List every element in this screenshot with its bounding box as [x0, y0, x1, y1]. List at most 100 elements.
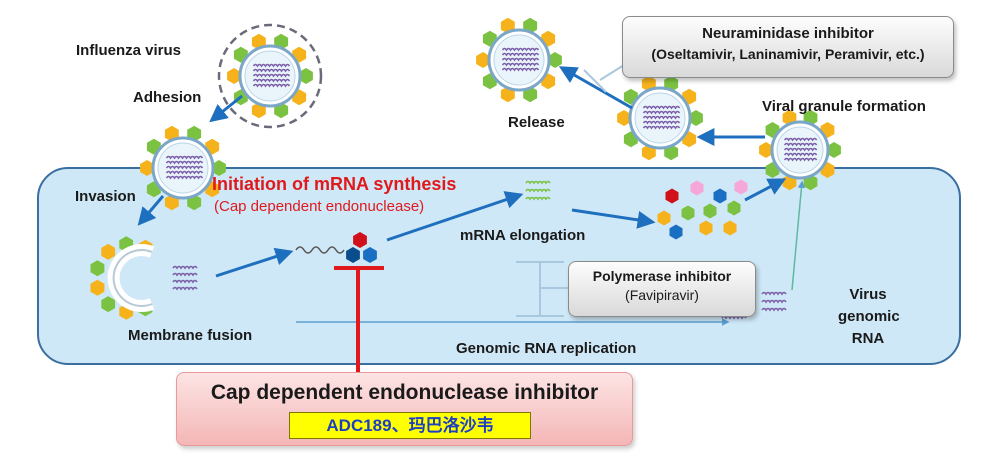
- label-adhesion: Adhesion: [133, 89, 202, 106]
- surface-protein: [140, 160, 154, 176]
- virus-rna: [501, 57, 540, 62]
- arrow-to-granule: [744, 178, 787, 202]
- genomic-rna-a: [721, 315, 747, 320]
- pb2-subunit: [346, 247, 360, 263]
- surface-protein: [101, 296, 116, 313]
- genomic-rna-fusion: [172, 286, 198, 291]
- viral-protein: [681, 205, 695, 221]
- virus-rna: [642, 110, 681, 115]
- virus-rna: [252, 68, 291, 73]
- label-invasion: Invasion: [75, 188, 136, 205]
- virus-rna: [501, 62, 540, 67]
- surface-protein: [299, 68, 313, 84]
- virus-rna: [783, 152, 818, 157]
- mrna-strand: [525, 196, 551, 201]
- viral-protein: [727, 200, 741, 216]
- arrow-to-proteins: [571, 208, 656, 229]
- neuraminidase-block: [583, 69, 607, 93]
- label-mrna-elongation: mRNA elongation: [460, 227, 586, 244]
- label-virus-genomic-rna-line2: genomic: [838, 308, 900, 325]
- virus-rna: [783, 157, 818, 162]
- arrow-release: [558, 66, 633, 110]
- viral-protein: [703, 203, 717, 219]
- surface-protein: [212, 160, 226, 176]
- surface-protein: [548, 52, 562, 68]
- membrane-fusion-vesicle: [90, 236, 155, 320]
- neuraminidase-drugs: (Oseltamivir, Laninamivir, Peramivir, et…: [651, 46, 925, 62]
- neuraminidase-inhibitor-callout: Neuraminidase inhibitor (Oseltamivir, La…: [622, 16, 954, 78]
- virus-rna: [252, 63, 291, 68]
- virus-rna: [783, 147, 818, 152]
- viral-protein: [690, 180, 704, 196]
- genomic-rna-b: [761, 307, 787, 312]
- virus-adhesion: [140, 125, 226, 211]
- virus-rna: [252, 73, 291, 78]
- surface-protein: [476, 52, 490, 68]
- virus-rna: [642, 115, 681, 120]
- pb1-subunit: [363, 247, 377, 263]
- virus-rna: [783, 137, 818, 142]
- arrow-to-endonuclease: [215, 247, 294, 278]
- virus-rna: [501, 47, 540, 52]
- virus-rna: [165, 165, 204, 170]
- pa-subunit: [353, 232, 367, 248]
- virus-rna: [165, 160, 204, 165]
- capped-mrna-strand: [295, 246, 345, 254]
- virus-rna: [501, 52, 540, 57]
- virus-rna: [642, 125, 681, 130]
- endonuclease-inhibitor-drugs: ADC189、玛巴洛沙韦: [289, 412, 531, 439]
- viral-protein: [669, 224, 683, 240]
- polymerase-inhibitor-callout: Polymerase inhibitor (Favipiravir): [568, 261, 756, 317]
- arrow-adhesion: [209, 94, 243, 123]
- surface-protein: [227, 68, 241, 84]
- virus-released: [476, 17, 562, 103]
- virus-rna: [165, 175, 204, 180]
- genomic-rna-fusion: [172, 272, 198, 277]
- label-initiation-mrna: Initiation of mRNA synthesis: [212, 174, 457, 194]
- surface-protein: [617, 110, 631, 126]
- surface-protein: [90, 279, 105, 296]
- label-virus-genomic-rna-line3: RNA: [851, 330, 885, 347]
- endonuclease-inhibitor-title: Cap dependent endonuclease inhibitor: [210, 381, 599, 404]
- surface-protein: [759, 142, 773, 158]
- virus-rna: [252, 83, 291, 88]
- viral-protein: [734, 179, 748, 195]
- label-virus-genomic-rna-line1: Virus: [849, 286, 887, 303]
- virus-envelope-dashed: [217, 23, 323, 129]
- viral-protein: [699, 220, 713, 236]
- label-genomic-replication: Genomic RNA replication: [456, 340, 637, 357]
- genomic-rna-fusion: [172, 265, 198, 270]
- surface-protein: [101, 243, 116, 260]
- virus-granule: [759, 109, 841, 191]
- surface-protein: [827, 142, 841, 158]
- genomic-rna-b: [761, 299, 787, 304]
- surface-protein: [689, 110, 703, 126]
- fused-membrane-edge: [112, 249, 153, 307]
- mrna-strand: [525, 180, 551, 185]
- viral-protein: [665, 188, 679, 204]
- virus-budding: [617, 75, 703, 161]
- virus-rna: [501, 67, 540, 72]
- label-viral-granule-formation: Viral granule formation: [762, 98, 926, 115]
- arrow-to-elongation: [386, 191, 524, 242]
- label-cap-dependent: (Cap dependent endonuclease): [214, 198, 425, 215]
- virus-rna: [165, 155, 204, 160]
- label-influenza-virus: Influenza virus: [76, 42, 182, 59]
- virus-rna: [642, 120, 681, 125]
- surface-protein: [90, 260, 105, 277]
- virus-rna: [165, 170, 204, 175]
- viral-protein: [713, 188, 727, 204]
- arrow-invasion: [137, 195, 165, 226]
- genomic-rna-fusion: [172, 279, 198, 284]
- genomic-rna-b: [761, 291, 787, 296]
- virus-rna: [642, 105, 681, 110]
- virus-rna: [783, 142, 818, 147]
- polymerase-title: Polymerase inhibitor: [592, 268, 732, 284]
- viral-protein: [657, 210, 671, 226]
- mrna-strand: [525, 188, 551, 193]
- label-release: Release: [508, 114, 565, 131]
- virus-influenza: [227, 33, 313, 119]
- polymerase-drugs: (Favipiravir): [625, 287, 699, 303]
